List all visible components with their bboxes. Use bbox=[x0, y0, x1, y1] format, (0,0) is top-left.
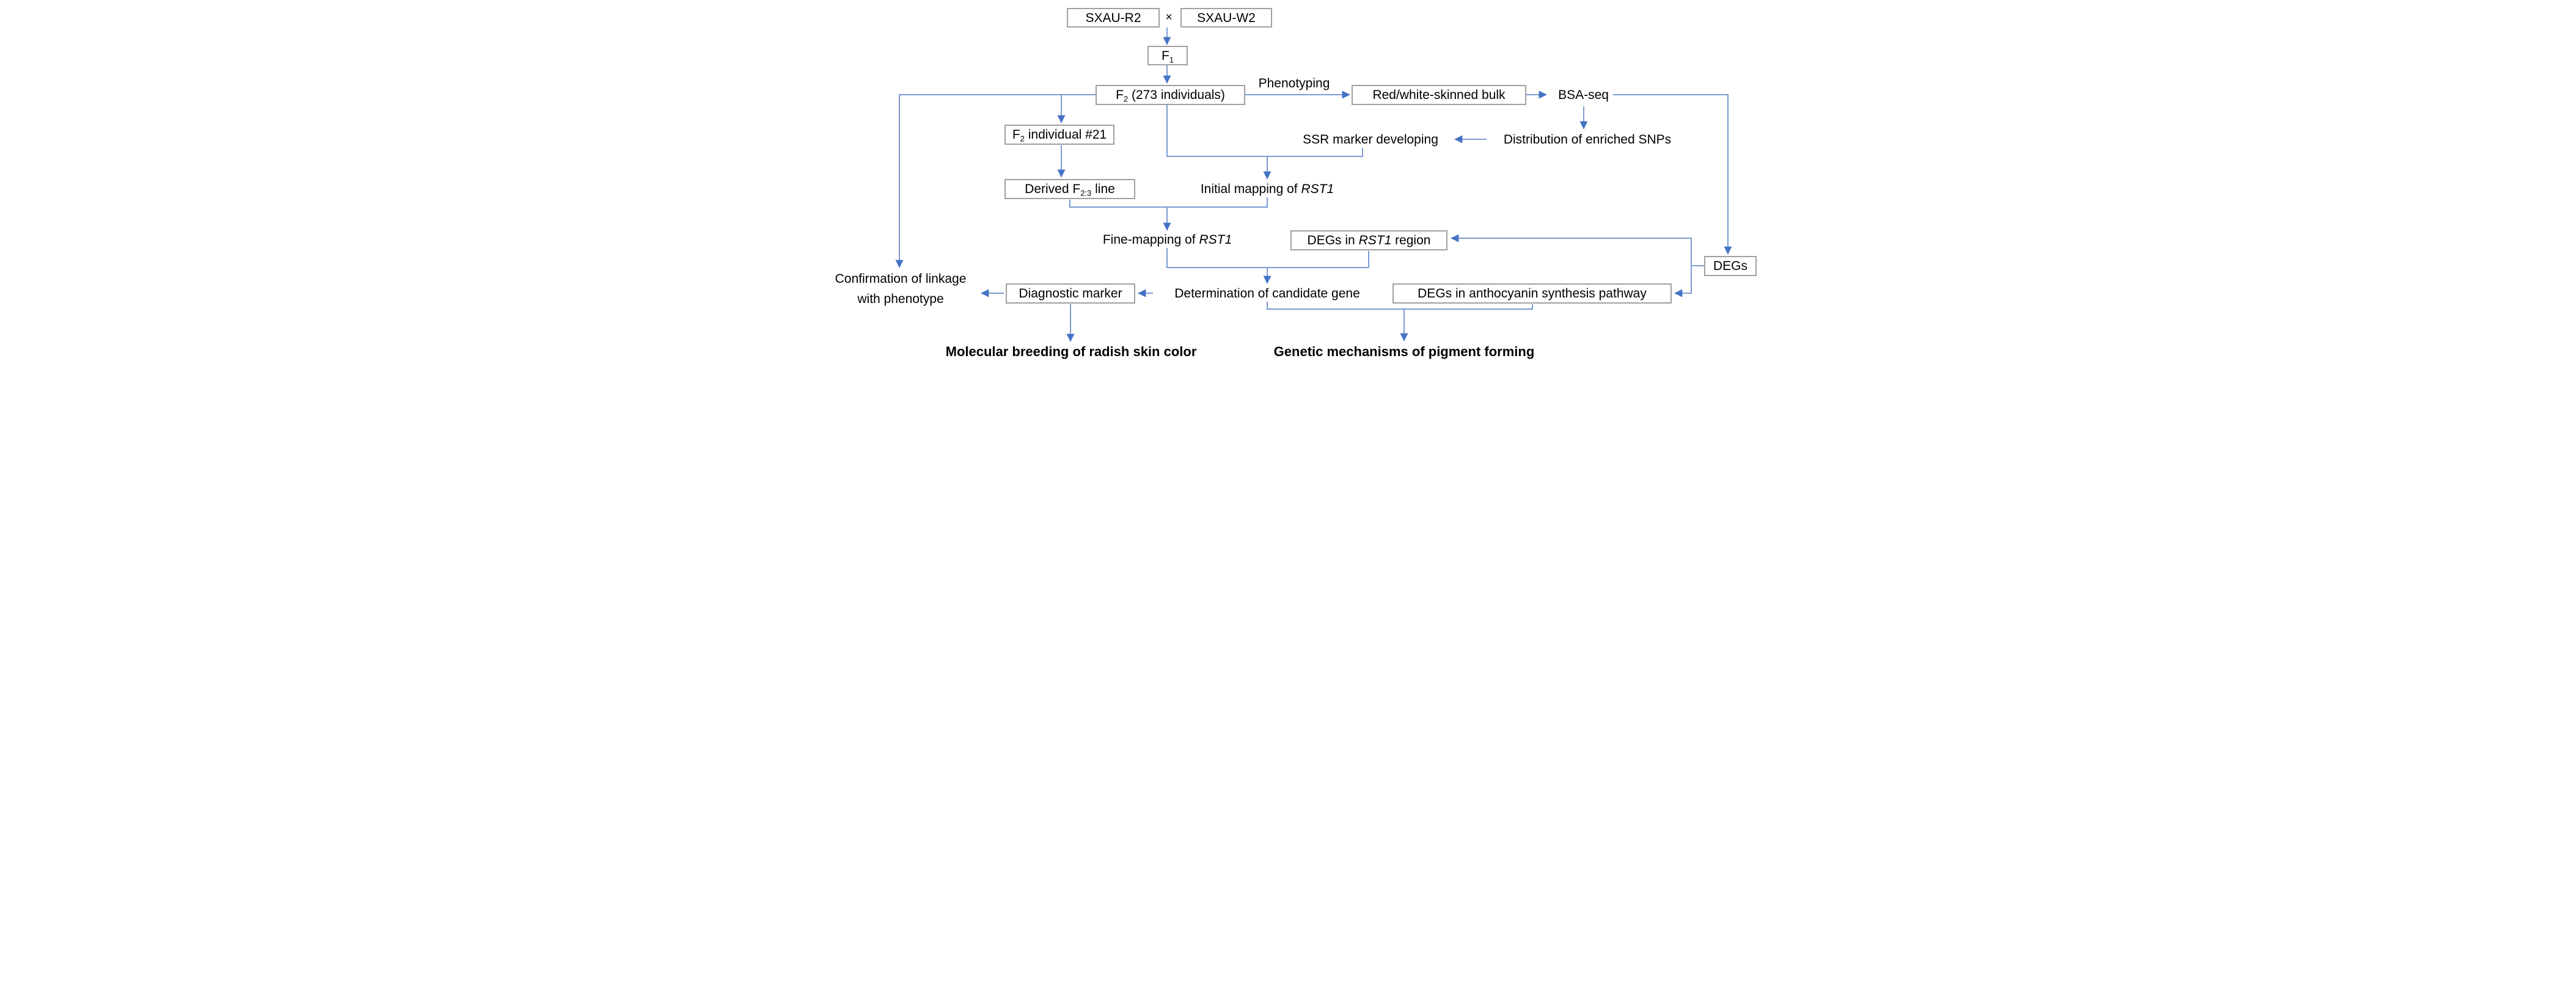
connector-bsaseq-to-degs-arrow bbox=[1613, 94, 1732, 255]
node-degs-label: DEGs bbox=[1713, 259, 1747, 273]
label-fine-mapping-rst1: Fine-mapping of RST1 bbox=[1102, 233, 1232, 247]
node-f2-individual-21-label: F2 individual #21 bbox=[1012, 128, 1107, 144]
label-ssr-marker-developing: SSR marker developing bbox=[1303, 133, 1438, 147]
node-f2-individual-21: F2 individual #21 bbox=[1004, 125, 1114, 145]
label-determination-candidate-gene: Determination of candidate gene bbox=[1174, 286, 1360, 301]
label-initial-mapping-rst1: Initial mapping of RST1 bbox=[1200, 182, 1334, 196]
connector-f2-to-confirmation-arrow bbox=[895, 94, 1096, 268]
node-derived-f23-line-label: Derived F2:3 line bbox=[1025, 182, 1115, 198]
node-f2-population-label: F2 (273 individuals) bbox=[1116, 88, 1225, 104]
node-diagnostic-marker-label: Diagnostic marker bbox=[1019, 286, 1122, 301]
label-confirmation-line1: Confirmation of linkage bbox=[835, 272, 967, 286]
node-degs: DEGs bbox=[1704, 256, 1757, 276]
connector-derived-initial-merge-line bbox=[1069, 197, 1268, 208]
label-phenotyping: Phenotyping bbox=[1258, 76, 1330, 90]
label-confirmation-line2: with phenotype bbox=[857, 292, 944, 306]
node-derived-f23-line: Derived F2:3 line bbox=[1004, 179, 1135, 199]
node-degs-in-rst1-region-label: DEGs in RST1 region bbox=[1307, 233, 1431, 247]
node-f2-population: F2 (273 individuals) bbox=[1096, 85, 1245, 105]
node-sxau-r2-label: SXAU-R2 bbox=[1085, 10, 1141, 25]
node-degs-in-rst1-region: DEGs in RST1 region bbox=[1290, 230, 1447, 250]
node-red-white-skinned-bulk: Red/white-skinned bulk bbox=[1352, 85, 1526, 105]
node-f1-label: F1 bbox=[1161, 48, 1174, 65]
label-distribution-enriched-snps: Distribution of enriched SNPs bbox=[1503, 133, 1672, 147]
node-sxau-w2-label: SXAU-W2 bbox=[1197, 10, 1256, 25]
node-sxau-w2: SXAU-W2 bbox=[1180, 8, 1272, 27]
node-degs-anthocyanin-pathway-label: DEGs in anthocyanin synthesis pathway bbox=[1418, 286, 1647, 301]
node-sxau-r2: SXAU-R2 bbox=[1067, 8, 1160, 27]
label-confirmation-of-linkage: Confirmation of linkage with phenotype bbox=[819, 269, 982, 309]
connector-degs-to-degs-rst1-region-arrow bbox=[1451, 234, 1692, 266]
node-degs-anthocyanin-pathway: DEGs in anthocyanin synthesis pathway bbox=[1392, 283, 1672, 304]
connector-f2-ssr-merge-line bbox=[1166, 105, 1363, 157]
node-red-white-skinned-bulk-label: Red/white-skinned bulk bbox=[1372, 88, 1506, 102]
node-f1: F1 bbox=[1147, 46, 1188, 65]
connector-degs-to-pathway-arrow bbox=[1674, 266, 1692, 297]
connector-fine-degsregion-merge-line bbox=[1166, 248, 1369, 268]
node-diagnostic-marker: Diagnostic marker bbox=[1006, 283, 1135, 304]
cross-symbol: × bbox=[1165, 11, 1173, 24]
connector-determination-pathway-merge-line bbox=[1267, 302, 1533, 310]
connector-layer bbox=[895, 27, 1732, 342]
label-molecular-breeding: Molecular breeding of radish skin color bbox=[945, 344, 1197, 359]
label-bsa-seq: BSA-seq bbox=[1558, 88, 1609, 102]
label-genetic-mechanisms: Genetic mechanisms of pigment forming bbox=[1273, 344, 1535, 359]
flowchart-diagram: SXAU-R2 × SXAU-W2 F1 F2 (273 individuals… bbox=[818, 0, 1758, 362]
